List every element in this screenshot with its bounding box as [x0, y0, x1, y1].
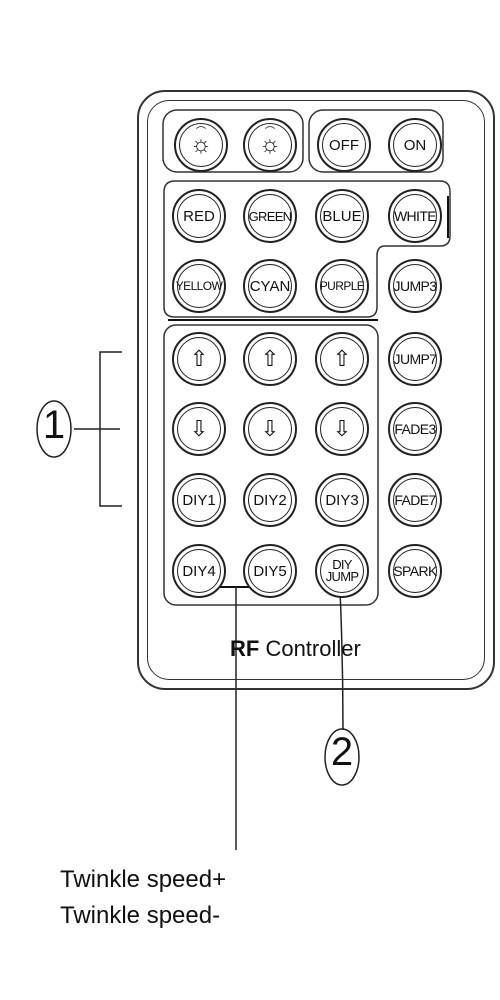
jump7-button[interactable]: JUMP7: [388, 332, 442, 386]
white-label: WHITE: [393, 208, 437, 224]
on-label: ON: [403, 136, 427, 154]
brightness-down-button[interactable]: ⌒ ☼: [174, 118, 228, 172]
sun-icon: ☼: [190, 131, 212, 158]
remote-caption: RF Controller: [230, 636, 361, 662]
fade7-label: FADE7: [394, 492, 436, 508]
purple-button[interactable]: PURPLE: [315, 259, 369, 313]
fade7-button[interactable]: FADE7: [388, 473, 442, 527]
sun-icon: ☼: [259, 131, 281, 158]
dimmer-indicator-icon: ⌒: [265, 127, 275, 138]
off-label: OFF: [329, 136, 359, 154]
annotation-line-2: Twinkle speed-: [60, 902, 221, 929]
green-down-button[interactable]: ⇩: [243, 402, 297, 456]
group-power-outline: [308, 109, 444, 173]
diy4-label: DIY4: [182, 562, 216, 580]
yellow-button[interactable]: YELLOW: [172, 259, 226, 313]
up-arrow-icon: ⇧: [189, 346, 209, 371]
off-button[interactable]: OFF: [317, 118, 371, 172]
diy2-label: DIY2: [253, 491, 287, 509]
group-color-outline: [163, 180, 451, 318]
diy3-label: DIY3: [325, 491, 359, 509]
up-arrow-icon: ⇧: [332, 346, 352, 371]
annotation-line-1: Twinkle speed+: [60, 866, 227, 893]
diy1-label: DIY1: [182, 491, 216, 509]
callout-one: 1: [42, 403, 66, 447]
cyan-label: CYAN: [249, 277, 291, 295]
leader-two: [339, 589, 344, 731]
red-up-button[interactable]: ⇧: [172, 332, 226, 386]
diy2-button[interactable]: DIY2: [243, 473, 297, 527]
jump7-label: JUMP7: [393, 351, 438, 367]
up-arrow-icon: ⇧: [260, 346, 280, 371]
diy5-label: DIY5: [253, 562, 287, 580]
yellow-label: YELLOW: [175, 279, 223, 293]
remote-body-outer: [137, 90, 495, 690]
diy-jump-label: DIY JUMP: [325, 557, 359, 584]
diy1-button[interactable]: DIY1: [172, 473, 226, 527]
dimmer-indicator-icon: ⌒: [196, 127, 206, 138]
blue-down-button[interactable]: ⇩: [315, 402, 369, 456]
down-arrow-icon: ⇩: [332, 416, 352, 441]
green-up-button[interactable]: ⇧: [243, 332, 297, 386]
blue-label: BLUE: [322, 207, 362, 225]
cyan-button[interactable]: CYAN: [243, 259, 297, 313]
caption-text: Controller: [259, 636, 361, 661]
blue-button[interactable]: BLUE: [315, 189, 369, 243]
green-button[interactable]: GREEN: [243, 189, 297, 243]
fade3-button[interactable]: FADE3: [388, 402, 442, 456]
brightness-up-button[interactable]: ⌒ ☼: [243, 118, 297, 172]
callout-two: 2: [330, 730, 354, 774]
down-arrow-icon: ⇩: [260, 416, 280, 441]
diy4-button[interactable]: DIY4: [172, 544, 226, 598]
red-down-button[interactable]: ⇩: [172, 402, 226, 456]
diy-jump-label-bottom: JUMP: [325, 569, 359, 584]
diy-jump-label-top: DIY: [332, 557, 352, 572]
red-button[interactable]: RED: [172, 189, 226, 243]
callout-one-outline: [36, 400, 72, 458]
jump3-button[interactable]: JUMP3: [388, 259, 442, 313]
callout-two-outline: [324, 728, 360, 786]
on-button[interactable]: ON: [388, 118, 442, 172]
fade3-label: FADE3: [394, 421, 436, 437]
diy-jump-button[interactable]: DIY JUMP: [315, 544, 369, 598]
down-arrow-icon: ⇩: [189, 416, 209, 441]
red-label: RED: [183, 207, 215, 225]
spark-button[interactable]: SPARK: [388, 544, 442, 598]
diy3-button[interactable]: DIY3: [315, 473, 369, 527]
spark-label: SPARK: [393, 563, 437, 579]
group-diy-outline: [163, 324, 379, 606]
white-button[interactable]: WHITE: [388, 189, 442, 243]
diy5-button[interactable]: DIY5: [243, 544, 297, 598]
jump3-label: JUMP3: [393, 278, 438, 294]
blue-up-button[interactable]: ⇧: [315, 332, 369, 386]
group-dimmer-outline: [162, 109, 304, 173]
purple-label: PURPLE: [319, 279, 365, 293]
green-label: GREEN: [248, 208, 292, 224]
caption-brand: RF: [230, 636, 260, 661]
remote-body-inner: [147, 100, 485, 680]
